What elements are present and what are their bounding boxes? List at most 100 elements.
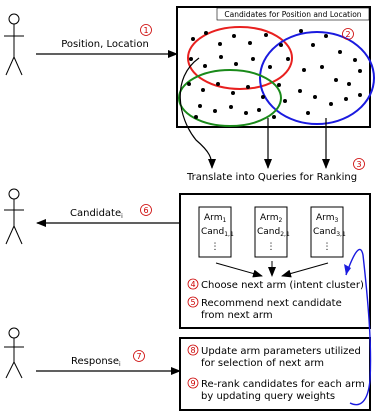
step-9: 9 Re-rank candidates for each arm by upd… <box>187 377 365 402</box>
response-label: Responsei <box>71 356 121 368</box>
candidate-dot <box>344 97 348 101</box>
candidate-dot <box>231 91 235 95</box>
svg-text:Arm1: Arm1 <box>204 213 226 224</box>
candidate-dot <box>261 95 265 99</box>
candidate-dot <box>358 69 362 73</box>
feedback-loop <box>345 248 372 406</box>
candidates-title-box <box>216 7 370 21</box>
svg-text:⋮: ⋮ <box>211 242 220 252</box>
candidate-dot <box>219 55 223 59</box>
user-middle-icon <box>4 188 24 245</box>
svg-text:3: 3 <box>356 160 361 169</box>
svg-text:4: 4 <box>190 280 195 289</box>
step-7-marker: 7 <box>133 350 145 362</box>
candidate-dot <box>248 41 252 45</box>
arm-2: Arm2 Cand2,1 ⋮ <box>254 206 290 258</box>
candidate-dot <box>246 85 250 89</box>
arm-1: Arm1 Cand1,1 ⋮ <box>198 206 234 258</box>
translate-arrow-left <box>179 57 216 169</box>
svg-text:8: 8 <box>190 346 195 355</box>
candidate-dot <box>313 95 317 99</box>
cluster-red <box>187 26 293 90</box>
candidate-dot <box>279 43 283 47</box>
candidate-dot <box>302 68 306 72</box>
candidate-dot <box>251 57 255 61</box>
arm-3: Arm3 Cand3,1 ⋮ <box>310 206 346 258</box>
candidate-dot <box>232 34 236 38</box>
svg-text:7: 7 <box>136 352 141 361</box>
step-8: 8 Update arm parameters utilized for sel… <box>187 344 361 369</box>
cluster-blue <box>259 31 375 125</box>
candidate-dot <box>198 104 202 108</box>
svg-text:from next arm: from next arm <box>201 310 273 321</box>
candidate-dot <box>299 29 303 33</box>
candidate-dot <box>201 88 205 92</box>
candidate-dot <box>298 89 302 93</box>
candidate-dot <box>338 50 342 54</box>
candidate-dot <box>218 42 222 46</box>
candidate-dot <box>203 64 207 68</box>
input-label: Position, Location <box>61 39 149 50</box>
candidate-dot <box>204 31 208 35</box>
candidate-dots <box>187 29 362 119</box>
candidate-dot <box>358 93 362 97</box>
update-box <box>179 337 371 411</box>
user-bottom-icon <box>4 327 24 379</box>
svg-text:by updating query weights: by updating query weights <box>201 391 335 402</box>
candidate-dot <box>277 83 281 87</box>
svg-text:2: 2 <box>345 30 350 39</box>
svg-text:Cand3,1: Cand3,1 <box>313 227 346 238</box>
candidate-dot <box>234 62 238 66</box>
svg-text:Cand2,1: Cand2,1 <box>257 227 290 238</box>
candidate-dot <box>320 65 324 69</box>
step-3-marker: 3 <box>353 158 365 170</box>
arm-1-arrow <box>215 262 263 278</box>
svg-text:Arm2: Arm2 <box>260 213 282 224</box>
step-5: 5 Recommend next candidate from next arm <box>187 296 342 321</box>
cluster-green <box>178 69 282 127</box>
candidate-label: Candidatei <box>70 208 123 220</box>
svg-text:Re-rank candidates for each ar: Re-rank candidates for each arm <box>201 379 365 390</box>
arm-3-arrow <box>281 262 329 278</box>
candidate-dot <box>216 82 220 86</box>
svg-text:Cand1,1: Cand1,1 <box>201 227 234 238</box>
feedback-loop-arrowhead <box>344 264 351 275</box>
svg-text:for selection of next arm: for selection of next arm <box>201 358 324 369</box>
step-1-marker: 1 <box>140 24 152 36</box>
candidate-dot <box>213 109 217 113</box>
candidate-dot <box>272 115 276 119</box>
candidate-dot <box>286 57 290 61</box>
candidate-dot <box>334 78 338 82</box>
step-6-marker: 6 <box>140 204 152 216</box>
svg-text:Arm3: Arm3 <box>316 213 338 224</box>
candidate-dot <box>268 65 272 69</box>
translate-label: Translate into Queries for Ranking <box>186 172 357 183</box>
candidate-dot <box>283 99 287 103</box>
candidate-dot <box>353 58 357 62</box>
candidate-dot <box>324 34 328 38</box>
candidates-title: Candidates for Position and Location <box>224 10 361 19</box>
candidate-dot <box>264 33 268 37</box>
svg-text:Recommend next candidate: Recommend next candidate <box>201 298 342 309</box>
candidate-dot <box>191 37 195 41</box>
step-2-marker: 2 <box>342 28 354 40</box>
candidate-dot <box>347 82 351 86</box>
candidate-dot <box>189 57 193 61</box>
candidate-dot <box>244 111 248 115</box>
candidate-dot <box>194 115 198 119</box>
svg-text:6: 6 <box>143 206 148 215</box>
step-4: 4 Choose next arm (intent cluster) <box>187 278 364 291</box>
candidate-dot <box>311 43 315 47</box>
svg-text:⋮: ⋮ <box>323 242 332 252</box>
candidate-dot <box>229 105 233 109</box>
candidate-dot <box>306 111 310 115</box>
svg-text:5: 5 <box>190 298 195 307</box>
candidate-dot <box>329 102 333 106</box>
svg-text:⋮: ⋮ <box>267 242 276 252</box>
svg-text:Choose next arm (intent cluste: Choose next arm (intent cluster) <box>201 280 364 291</box>
svg-text:1: 1 <box>143 26 148 35</box>
user-top-icon <box>4 13 24 76</box>
candidate-dot <box>187 82 191 86</box>
candidate-dot <box>257 108 261 112</box>
